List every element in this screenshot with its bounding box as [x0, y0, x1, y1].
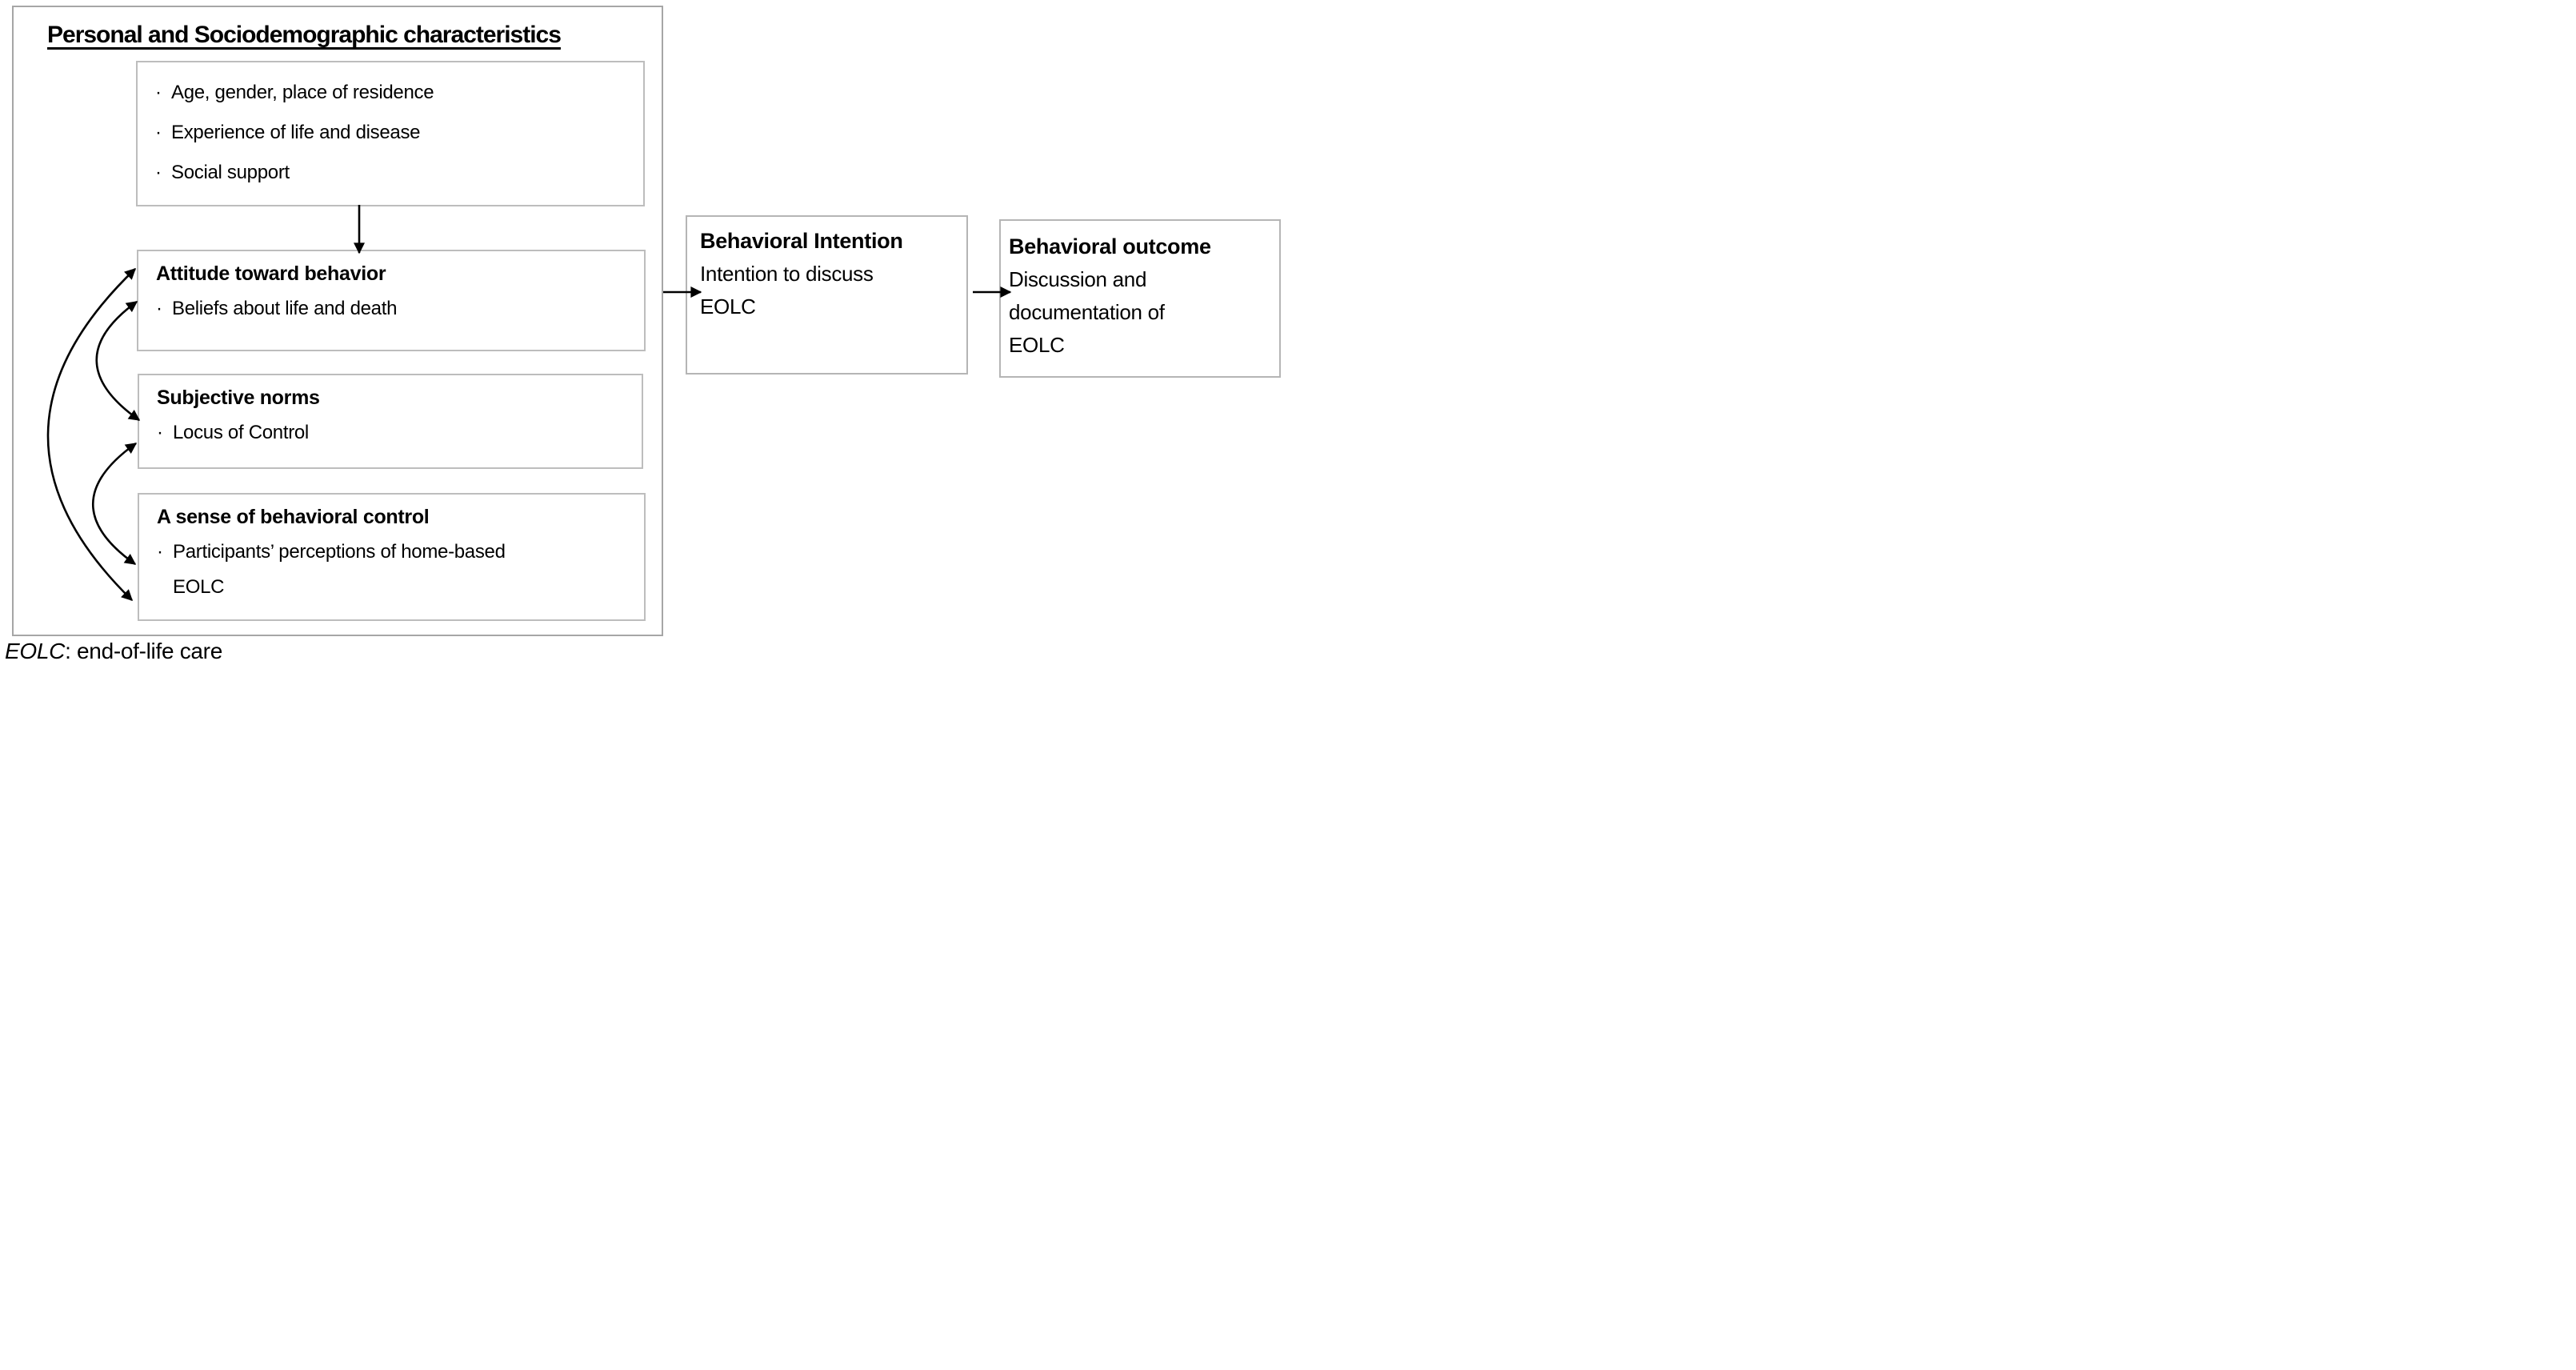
- norms-title: Subjective norms: [157, 387, 320, 409]
- bullet-dot-icon: ·: [156, 298, 162, 319]
- control-box: A sense of behavioral control · Particip…: [138, 493, 646, 621]
- bullet-dot-icon: ·: [157, 422, 163, 443]
- attitude-box: Attitude toward behavior · Beliefs about…: [137, 250, 646, 351]
- outcome-body: Discussion and documentation of EOLC: [1009, 267, 1165, 357]
- item-label: Age, gender, place of residence: [171, 82, 434, 103]
- demographic-item: · Age, gender, place of residence: [155, 75, 643, 110]
- intention-title: Behavioral Intention: [700, 229, 903, 253]
- item-label: Participants’ perceptions of home-based …: [173, 541, 506, 598]
- item-label: Beliefs about life and death: [172, 298, 398, 319]
- caption-text: : end-of-life care: [65, 639, 222, 663]
- intention-box: Behavioral Intention Intention to discus…: [686, 215, 968, 375]
- demographic-item: · Social support: [155, 155, 643, 190]
- bullet-dot-icon: ·: [157, 541, 163, 563]
- bullet-dot-icon: ·: [155, 162, 162, 183]
- bullet-dot-icon: ·: [155, 122, 162, 143]
- norms-item: · Locus of Control: [157, 415, 642, 451]
- control-title: A sense of behavioral control: [157, 506, 430, 528]
- bullet-dot-icon: ·: [155, 82, 162, 103]
- caption-abbr: EOLC: [5, 639, 66, 663]
- demographic-item: · Experience of life and disease: [155, 115, 643, 150]
- personal-group-title: Personal and Sociodemographic characteri…: [47, 22, 562, 48]
- attitude-title: Attitude toward behavior: [156, 262, 386, 285]
- demographics-box: · Age, gender, place of residence · Expe…: [136, 61, 645, 206]
- item-label: Social support: [171, 162, 290, 183]
- outcome-title: Behavioral outcome: [1009, 234, 1211, 258]
- item-label: Experience of life and disease: [171, 122, 421, 143]
- item-label: Locus of Control: [173, 422, 309, 443]
- attitude-item: · Beliefs about life and death: [156, 291, 644, 326]
- norms-box: Subjective norms · Locus of Control: [138, 374, 643, 469]
- control-item: · Participants’ perceptions of home-base…: [157, 535, 644, 605]
- outcome-box: Behavioral outcome Discussion and docume…: [999, 219, 1281, 378]
- intention-body: Intention to discuss EOLC: [700, 262, 874, 318]
- abbreviation-note: EOLC: end-of-life care: [5, 639, 222, 664]
- diagram-canvas: Personal and Sociodemographic characteri…: [0, 0, 1288, 685]
